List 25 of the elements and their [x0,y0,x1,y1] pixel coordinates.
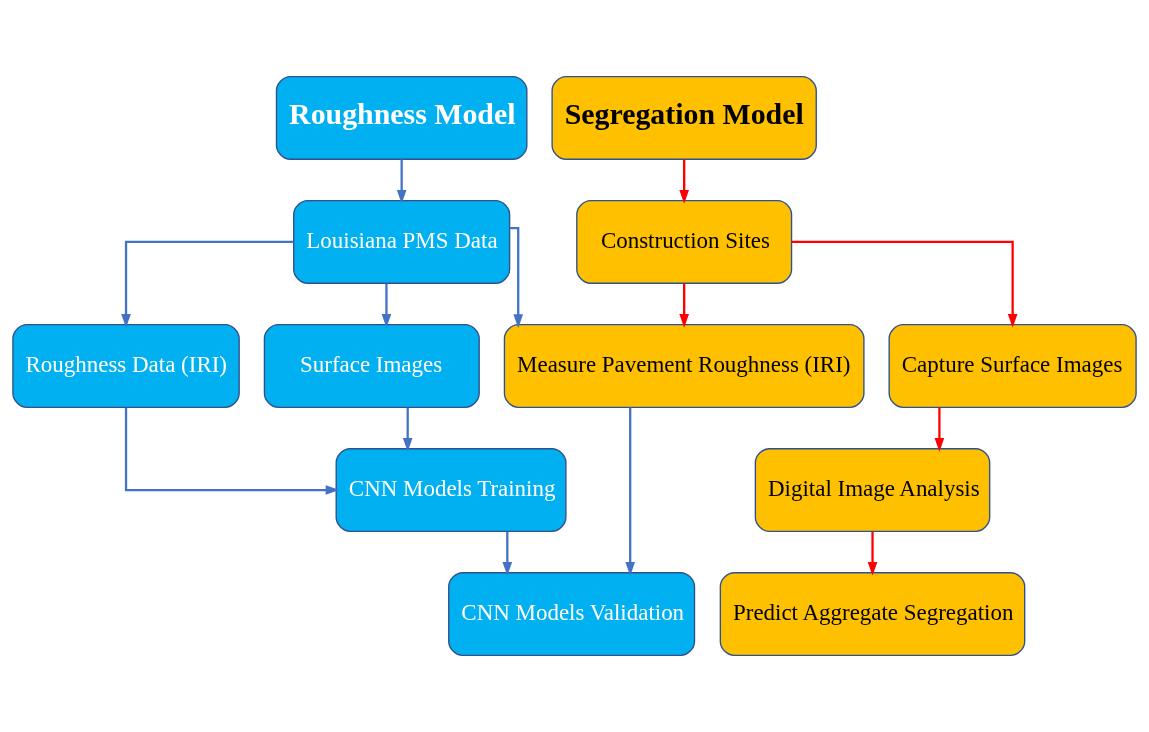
arrow [679,159,689,204]
node-box: CNN Models Validation [448,572,696,657]
node-box: Measure Pavement Roughness (IRI) [503,323,865,409]
arrow [396,159,407,204]
arrow [121,240,294,328]
node-box: Digital Image Analysis [754,448,991,533]
node-box: Roughness Data (IRI) [12,323,240,409]
arrow [679,283,689,328]
node-box: Predict Aggregate Segregation [719,572,1026,657]
node-box: Roughness Model [275,75,528,160]
node-box: Segregation Model [551,75,817,160]
node-box: Louisiana PMS Data [293,199,511,284]
arrow [502,531,513,576]
arrow [791,240,1018,328]
node-box: CNN Models Training [335,448,567,533]
arrow [381,283,392,328]
arrow [625,407,636,576]
arrow [867,531,878,576]
arrow [124,407,340,495]
node-box: Capture Surface Images [888,323,1137,409]
arrow [934,407,945,452]
arrow [509,227,524,329]
arrow [402,407,413,452]
node-box: Construction Sites [576,199,793,284]
node-box: Surface Images [263,323,480,409]
